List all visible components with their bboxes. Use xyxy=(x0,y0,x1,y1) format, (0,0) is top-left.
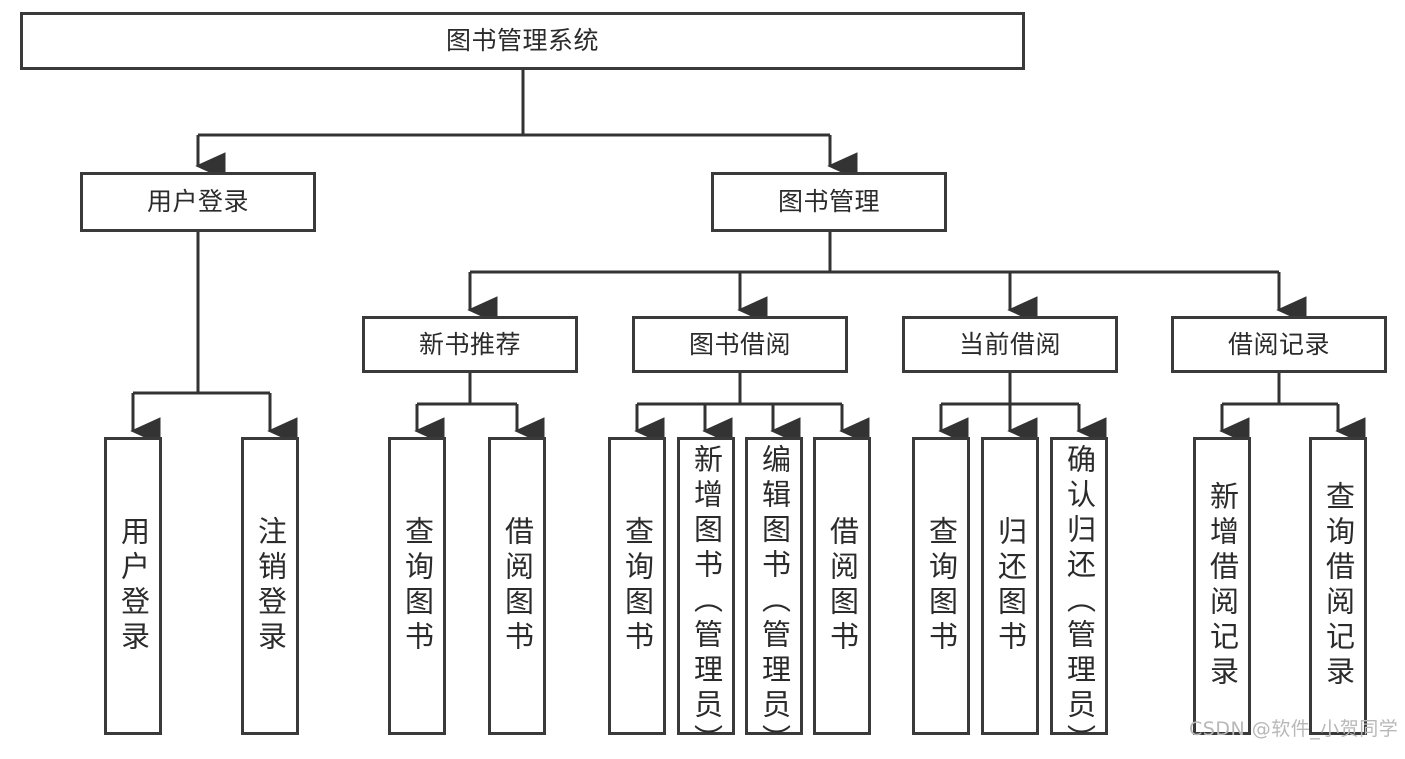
node-book-borrow[interactable]: 图书借阅 xyxy=(632,316,848,373)
node-leaf-query-book-2-label: 查询图书 xyxy=(620,516,655,656)
node-leaf-add-record[interactable]: 新增借阅记录 xyxy=(1193,437,1251,735)
node-leaf-query-record-label: 查询借阅记录 xyxy=(1321,481,1356,691)
node-leaf-borrow-book-2-label: 借阅图书 xyxy=(825,516,860,656)
node-new-book-rec[interactable]: 新书推荐 xyxy=(362,316,578,373)
node-borrow-record-label: 借阅记录 xyxy=(1227,329,1330,359)
node-user-login[interactable]: 用户登录 xyxy=(80,172,316,232)
node-leaf-confirm-return-label: 确认归还（管理员） xyxy=(1062,444,1097,759)
node-leaf-borrow-book-1[interactable]: 借阅图书 xyxy=(488,437,546,735)
node-leaf-borrow-book-2[interactable]: 借阅图书 xyxy=(813,437,871,735)
csdn-watermark: CSDN @软件_小贺同学 xyxy=(1189,718,1399,740)
node-leaf-user-login[interactable]: 用户登录 xyxy=(104,437,162,735)
node-current-borrow-label: 当前借阅 xyxy=(958,329,1061,359)
node-book-borrow-label: 图书借阅 xyxy=(688,329,791,359)
node-leaf-edit-book-label: 编辑图书（管理员） xyxy=(757,444,792,759)
node-leaf-add-record-label: 新增借阅记录 xyxy=(1205,481,1240,691)
node-leaf-user-login-label: 用户登录 xyxy=(116,516,151,656)
node-leaf-edit-book[interactable]: 编辑图书（管理员） xyxy=(745,437,803,759)
node-book-admin-label: 图书管理 xyxy=(777,187,880,217)
node-borrow-record[interactable]: 借阅记录 xyxy=(1171,316,1387,373)
node-user-login-label: 用户登录 xyxy=(146,187,249,217)
node-leaf-user-logout-label: 注销登录 xyxy=(253,516,288,656)
node-leaf-borrow-book-1-label: 借阅图书 xyxy=(500,516,535,656)
node-root[interactable]: 图书管理系统 xyxy=(20,12,1025,70)
node-leaf-query-book-3-label: 查询图书 xyxy=(924,516,959,656)
node-leaf-return-book[interactable]: 归还图书 xyxy=(981,437,1039,735)
node-leaf-query-book-1-label: 查询图书 xyxy=(400,516,435,656)
node-book-admin[interactable]: 图书管理 xyxy=(711,172,947,232)
node-leaf-add-book[interactable]: 新增图书（管理员） xyxy=(677,437,735,759)
node-leaf-query-book-1[interactable]: 查询图书 xyxy=(388,437,446,735)
node-current-borrow[interactable]: 当前借阅 xyxy=(902,316,1118,373)
node-leaf-query-record[interactable]: 查询借阅记录 xyxy=(1309,437,1367,735)
node-leaf-confirm-return[interactable]: 确认归还（管理员） xyxy=(1050,437,1108,759)
node-leaf-query-book-3[interactable]: 查询图书 xyxy=(912,437,970,735)
node-new-book-rec-label: 新书推荐 xyxy=(418,329,521,359)
node-leaf-query-book-2[interactable]: 查询图书 xyxy=(608,437,666,735)
node-leaf-return-book-label: 归还图书 xyxy=(993,516,1028,656)
node-leaf-add-book-label: 新增图书（管理员） xyxy=(689,444,724,759)
node-leaf-user-logout[interactable]: 注销登录 xyxy=(241,437,299,735)
node-root-label: 图书管理系统 xyxy=(445,26,599,56)
